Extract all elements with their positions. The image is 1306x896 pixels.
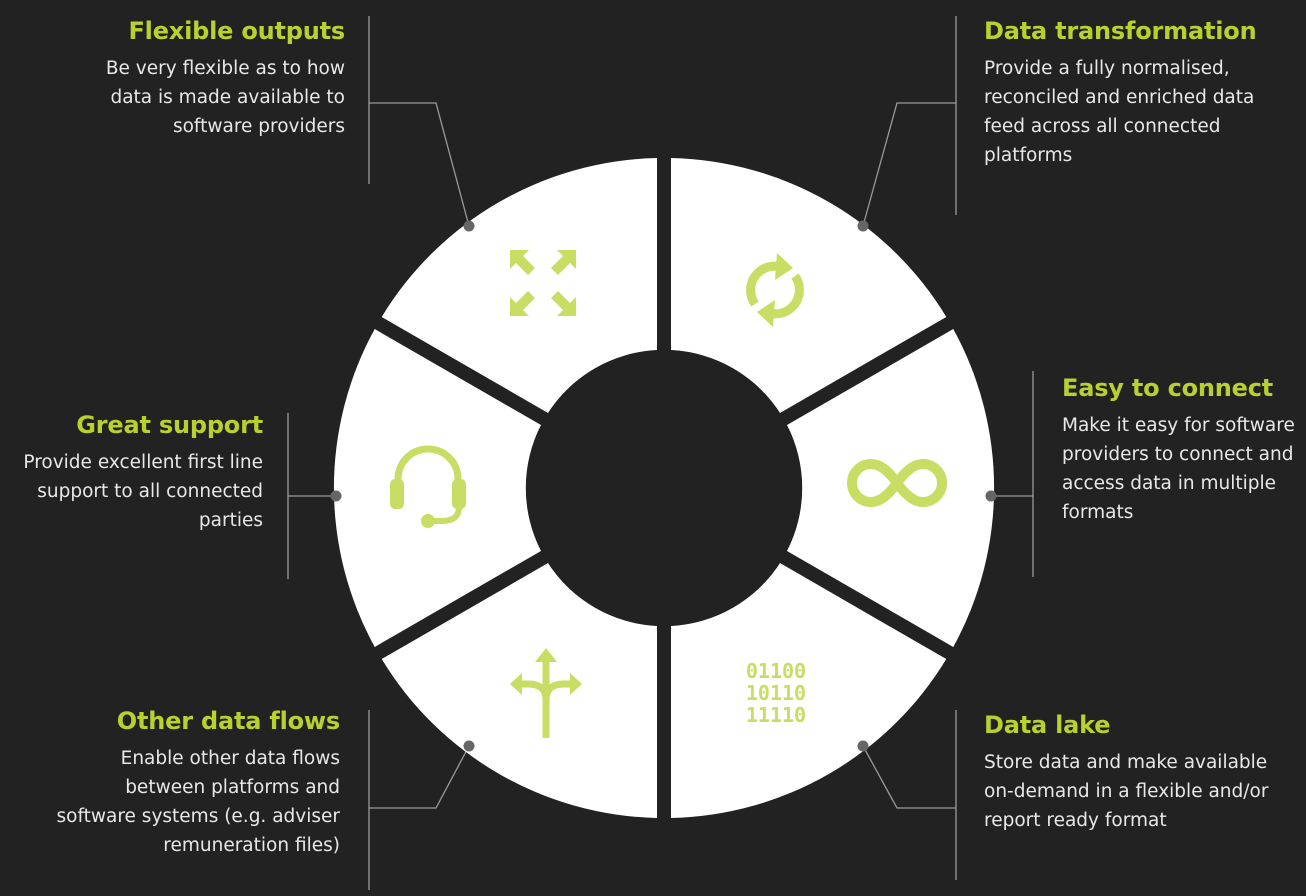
connector-other-data-flows <box>368 710 470 890</box>
refresh-icon <box>746 253 804 327</box>
expand-arrows-icon <box>510 250 576 316</box>
connector-lines <box>287 16 1034 890</box>
binary-icon: 01100 10110 11110 <box>746 659 806 727</box>
feature-title: Other data flows <box>116 707 340 735</box>
connector-dot-great-support <box>330 490 342 502</box>
infinity-icon <box>847 459 947 507</box>
feature-description: Provide a fully normalised, reconciled a… <box>984 58 1255 166</box>
feature-description: Enable other data flows between platform… <box>56 748 340 856</box>
feature-data-transformation: Data transformation Provide a fully norm… <box>984 16 1299 170</box>
feature-data-lake: Data lake Store data and make available … <box>984 710 1284 835</box>
binary-line: 11110 <box>746 703 806 727</box>
feature-flexible-outputs: Flexible outputs Be very flexible as to … <box>40 16 345 141</box>
segment-great-support <box>333 329 541 647</box>
segment-flexible-outputs <box>381 158 657 413</box>
headset-icon <box>390 445 466 528</box>
connector-dot-data-lake <box>857 740 869 752</box>
feature-description: Store data and make available on-demand … <box>984 752 1269 831</box>
feature-description: Provide excellent first line support to … <box>23 452 263 531</box>
connector-data-lake <box>862 710 957 880</box>
segment-data-lake <box>671 563 947 818</box>
connector-dot-flexible-outputs <box>463 220 475 232</box>
center-hub <box>526 350 802 626</box>
feature-easy-to-connect: Easy to connect Make it easy for softwar… <box>1062 373 1302 527</box>
connector-great-support <box>287 413 336 579</box>
connector-dot-data-transformation <box>857 220 869 232</box>
feature-great-support: Great support Provide excellent first li… <box>20 410 263 535</box>
connector-dots <box>330 220 997 752</box>
feature-description: Make it easy for software providers to c… <box>1062 415 1295 523</box>
connector-data-transformation <box>862 16 957 227</box>
feature-title: Data transformation <box>984 17 1257 45</box>
connector-flexible-outputs <box>368 16 470 227</box>
feature-title: Great support <box>76 411 263 439</box>
feature-title: Flexible outputs <box>128 17 345 45</box>
connector-dot-easy-to-connect <box>985 490 997 502</box>
binary-line: 10110 <box>746 681 806 705</box>
segment-data-transformation <box>671 158 947 413</box>
feature-title: Easy to connect <box>1062 374 1274 402</box>
feature-title: Data lake <box>984 711 1111 739</box>
binary-line: 01100 <box>746 659 806 683</box>
feature-other-data-flows: Other data flows Enable other data flows… <box>40 706 340 860</box>
wheel-segments <box>333 158 995 818</box>
connector-easy-to-connect <box>991 371 1034 577</box>
split-arrows-icon <box>510 648 582 738</box>
feature-description: Be very flexible as to how data is made … <box>105 58 345 137</box>
connector-dot-other-data-flows <box>463 740 475 752</box>
